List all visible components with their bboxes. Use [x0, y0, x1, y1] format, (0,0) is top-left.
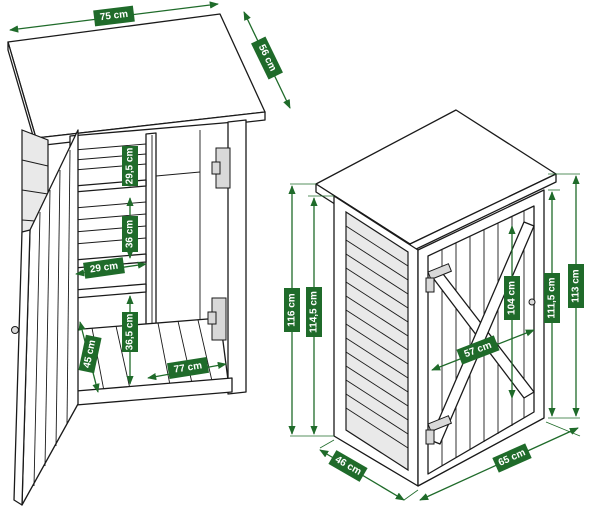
- label-side-height: 114,5 cm: [306, 287, 322, 337]
- svg-text:104 cm: 104 cm: [507, 281, 518, 315]
- door-knob-icon: [11, 326, 19, 334]
- closed-side-siding: [345, 225, 409, 449]
- svg-text:36 cm: 36 cm: [125, 220, 136, 248]
- door-planks: [33, 149, 71, 487]
- label-shelf-depth: 29 cm: [83, 257, 125, 279]
- label-door-width: 57 cm: [456, 335, 500, 365]
- extension-lines: [290, 173, 581, 501]
- upper-hinge-icon: [211, 147, 231, 189]
- svg-text:29 cm: 29 cm: [89, 261, 119, 276]
- label-base-width: 65 cm: [492, 443, 532, 473]
- svg-text:75 cm: 75 cm: [99, 9, 129, 23]
- svg-text:77 cm: 77 cm: [173, 360, 203, 375]
- label-shelf-gap-mid: 36 cm: [122, 216, 138, 252]
- closed-door-knob-icon: [528, 298, 536, 306]
- svg-text:113 cm: 113 cm: [571, 269, 582, 302]
- label-floor-width: 77 cm: [166, 356, 210, 380]
- label-base-depth: 46 cm: [328, 450, 368, 482]
- door-edge: [13, 229, 31, 506]
- closed-side-panel: [345, 210, 409, 472]
- closed-upper-hinge-icon: [425, 263, 453, 293]
- svg-text:114,5 cm: 114,5 cm: [309, 291, 320, 333]
- label-back-height: 113 cm: [568, 264, 584, 308]
- label-shelf-gap-bottom: 36,5 cm: [122, 312, 138, 352]
- svg-text:36,5 cm: 36,5 cm: [125, 314, 136, 351]
- svg-text:116 cm: 116 cm: [287, 293, 298, 326]
- label-top-width: 75 cm: [93, 5, 135, 27]
- svg-text:29,5 cm: 29,5 cm: [125, 148, 136, 185]
- label-floor-depth: 45 cm: [78, 334, 102, 374]
- frame-right-post: [227, 119, 247, 395]
- label-front-height: 116 cm: [284, 288, 300, 332]
- lower-hinge-icon: [207, 297, 227, 341]
- closed-shed-drawing: 116 cm 114,5 cm 104 cm 111,5 cm 113: [284, 109, 584, 501]
- label-shelf-gap-top: 29,5 cm: [122, 146, 138, 186]
- label-back-height-outer: 111,5 cm: [544, 273, 560, 323]
- label-top-depth: 56 cm: [251, 36, 283, 80]
- open-shed-drawing: 75 cm 56 cm 29,5 cm 36 cm 36,5 cm: [7, 1, 291, 506]
- label-door-height: 104 cm: [504, 276, 520, 320]
- svg-text:111,5 cm: 111,5 cm: [547, 277, 558, 318]
